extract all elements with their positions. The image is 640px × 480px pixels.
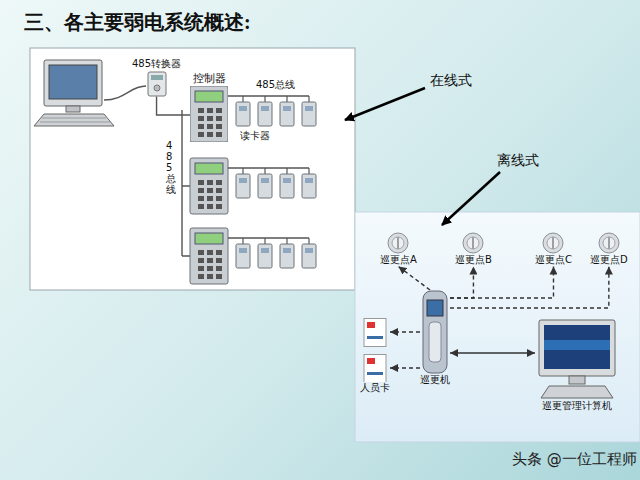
callout-label: 离线式 xyxy=(497,152,539,170)
node-label: 巡更管理计算机 xyxy=(542,400,612,413)
host-computer xyxy=(34,60,114,126)
callout-arrow xyxy=(345,88,425,120)
bus-label: 485总线 xyxy=(256,79,295,92)
node-label: 巡更点C xyxy=(535,254,572,267)
management-computer-icon xyxy=(535,318,619,400)
data-link xyxy=(450,352,535,353)
converter-device-icon xyxy=(147,71,167,97)
patrol-point-icon xyxy=(462,232,484,254)
staff-card-icon xyxy=(363,318,387,382)
offline-panel xyxy=(355,212,640,442)
staff-card: 人员卡 xyxy=(360,318,390,395)
patrol-point-icon xyxy=(598,232,620,254)
bus-wire xyxy=(182,110,190,256)
converter-device: 485转换器 xyxy=(132,58,181,97)
patrol-point: 巡更点C xyxy=(535,232,572,267)
node-label: 控制器 xyxy=(193,72,226,86)
data-link xyxy=(450,267,473,299)
reader-label: 读卡器 xyxy=(240,130,270,143)
serial-cable xyxy=(104,86,146,100)
online-panel xyxy=(30,48,355,290)
node-label: 巡更点A xyxy=(380,254,417,267)
data-link xyxy=(450,267,553,299)
data-link xyxy=(450,267,609,309)
bus-wire xyxy=(157,97,190,116)
callout-label: 在线式 xyxy=(430,72,472,90)
data-link xyxy=(398,267,430,291)
reader-symbol xyxy=(228,96,316,268)
patrol-point-icon xyxy=(542,232,564,254)
data-link xyxy=(390,367,420,368)
controller-symbol xyxy=(190,158,228,284)
patrol-device: 巡更机 xyxy=(420,290,450,387)
controller-device-icon xyxy=(190,86,228,142)
controller-device: 控制器 xyxy=(190,72,228,142)
node-label: 巡更机 xyxy=(420,374,450,387)
patrol-point: 巡更点B xyxy=(455,232,492,267)
node-label: 巡更点D xyxy=(590,254,628,267)
patrol-device-icon xyxy=(420,290,450,374)
node-label: 人员卡 xyxy=(360,382,390,395)
bus-label: 485总线 xyxy=(166,140,176,195)
patrol-point: 巡更点D xyxy=(590,232,628,267)
node-label: 巡更点B xyxy=(455,254,492,267)
patrol-point: 巡更点A xyxy=(380,232,417,267)
slide-title: 三、各主要弱电系统概述: xyxy=(24,10,251,35)
patrol-point-icon xyxy=(387,232,409,254)
watermark: 头条 @一位工程师 xyxy=(512,450,637,469)
node-label: 485转换器 xyxy=(132,58,181,71)
callout-arrow xyxy=(442,172,500,225)
data-link xyxy=(390,331,420,332)
management-computer: 巡更管理计算机 xyxy=(535,318,619,413)
